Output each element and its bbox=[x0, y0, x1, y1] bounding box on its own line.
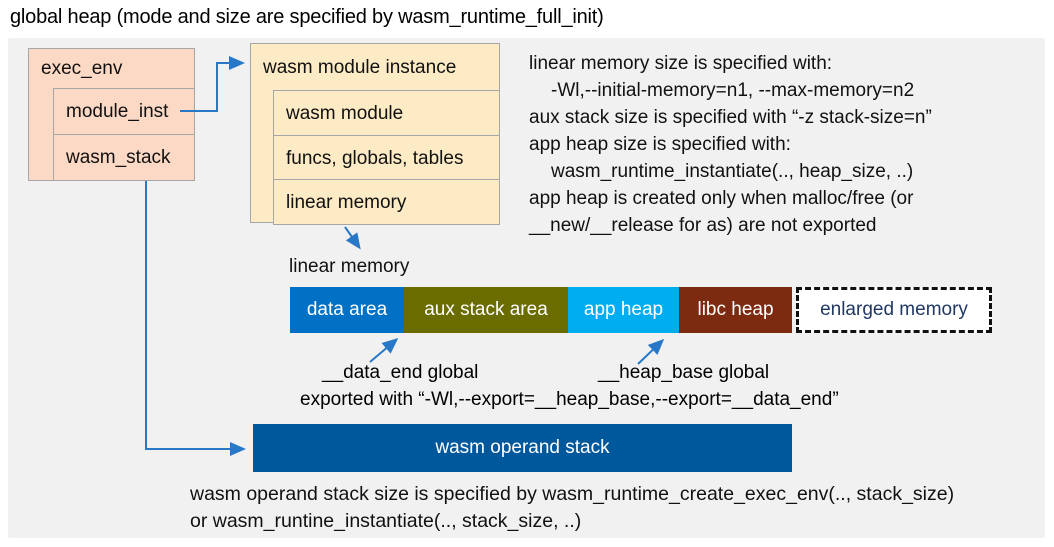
exec-env-box: exec_env module_inst wasm_stack bbox=[28, 48, 195, 181]
exec-env-rows: module_inst wasm_stack bbox=[53, 88, 195, 181]
exec-env-row-wasm-stack: wasm_stack bbox=[53, 134, 195, 181]
heap-base-global-label: __heap_base global bbox=[598, 362, 770, 383]
segment-enlarged-memory: enlarged memory bbox=[796, 287, 992, 333]
note-line: wasm_runtime_instantiate(.., heap_size, … bbox=[551, 161, 914, 182]
note-line: linear memory size is specified with: bbox=[529, 53, 833, 74]
instance-row-funcs-globals-tables: funcs, globals, tables bbox=[273, 134, 500, 180]
export-note: exported with “-Wl,--export=__heap_base,… bbox=[300, 389, 839, 410]
exec-env-header: exec_env bbox=[41, 58, 123, 79]
segment-libc-heap: libc heap bbox=[679, 287, 792, 333]
segment-aux-stack-area: aux stack area bbox=[404, 287, 568, 333]
segment-app-heap: app heap bbox=[568, 287, 679, 333]
data-end-global-label: __data_end global bbox=[322, 362, 479, 383]
operand-stack-notes: wasm operand stack size is specified by … bbox=[190, 481, 954, 535]
wasm-module-instance-rows: wasm module funcs, globals, tables linea… bbox=[273, 90, 500, 225]
wasm-operand-stack-bar: wasm operand stack bbox=[253, 424, 792, 472]
linear-memory-bar: data area aux stack area app heap libc h… bbox=[290, 287, 992, 333]
wasm-module-instance-box: wasm module instance wasm module funcs, … bbox=[250, 43, 500, 225]
note-line: or wasm_runtine_instantiate(.., stack_si… bbox=[190, 510, 582, 532]
instance-row-linear-memory: linear memory bbox=[273, 179, 500, 225]
diagram-title: global heap (mode and size are specified… bbox=[10, 6, 604, 28]
memory-notes: linear memory size is specified with: -W… bbox=[529, 50, 932, 239]
note-line: aux stack size is specified with “-z sta… bbox=[529, 107, 932, 128]
note-line: __new/__release for as) are not exported bbox=[529, 215, 877, 236]
exec-env-row-module-inst: module_inst bbox=[53, 88, 195, 135]
note-line: app heap size is specified with: bbox=[529, 134, 791, 155]
linear-memory-label: linear memory bbox=[289, 256, 410, 277]
segment-data-area: data area bbox=[290, 287, 404, 333]
note-line: app heap is created only when malloc/fre… bbox=[529, 188, 914, 209]
wasm-module-instance-header: wasm module instance bbox=[263, 57, 457, 78]
note-line: -Wl,--initial-memory=n1, --max-memory=n2 bbox=[551, 80, 915, 101]
instance-row-wasm-module: wasm module bbox=[273, 90, 500, 136]
note-line: wasm operand stack size is specified by … bbox=[190, 483, 955, 505]
